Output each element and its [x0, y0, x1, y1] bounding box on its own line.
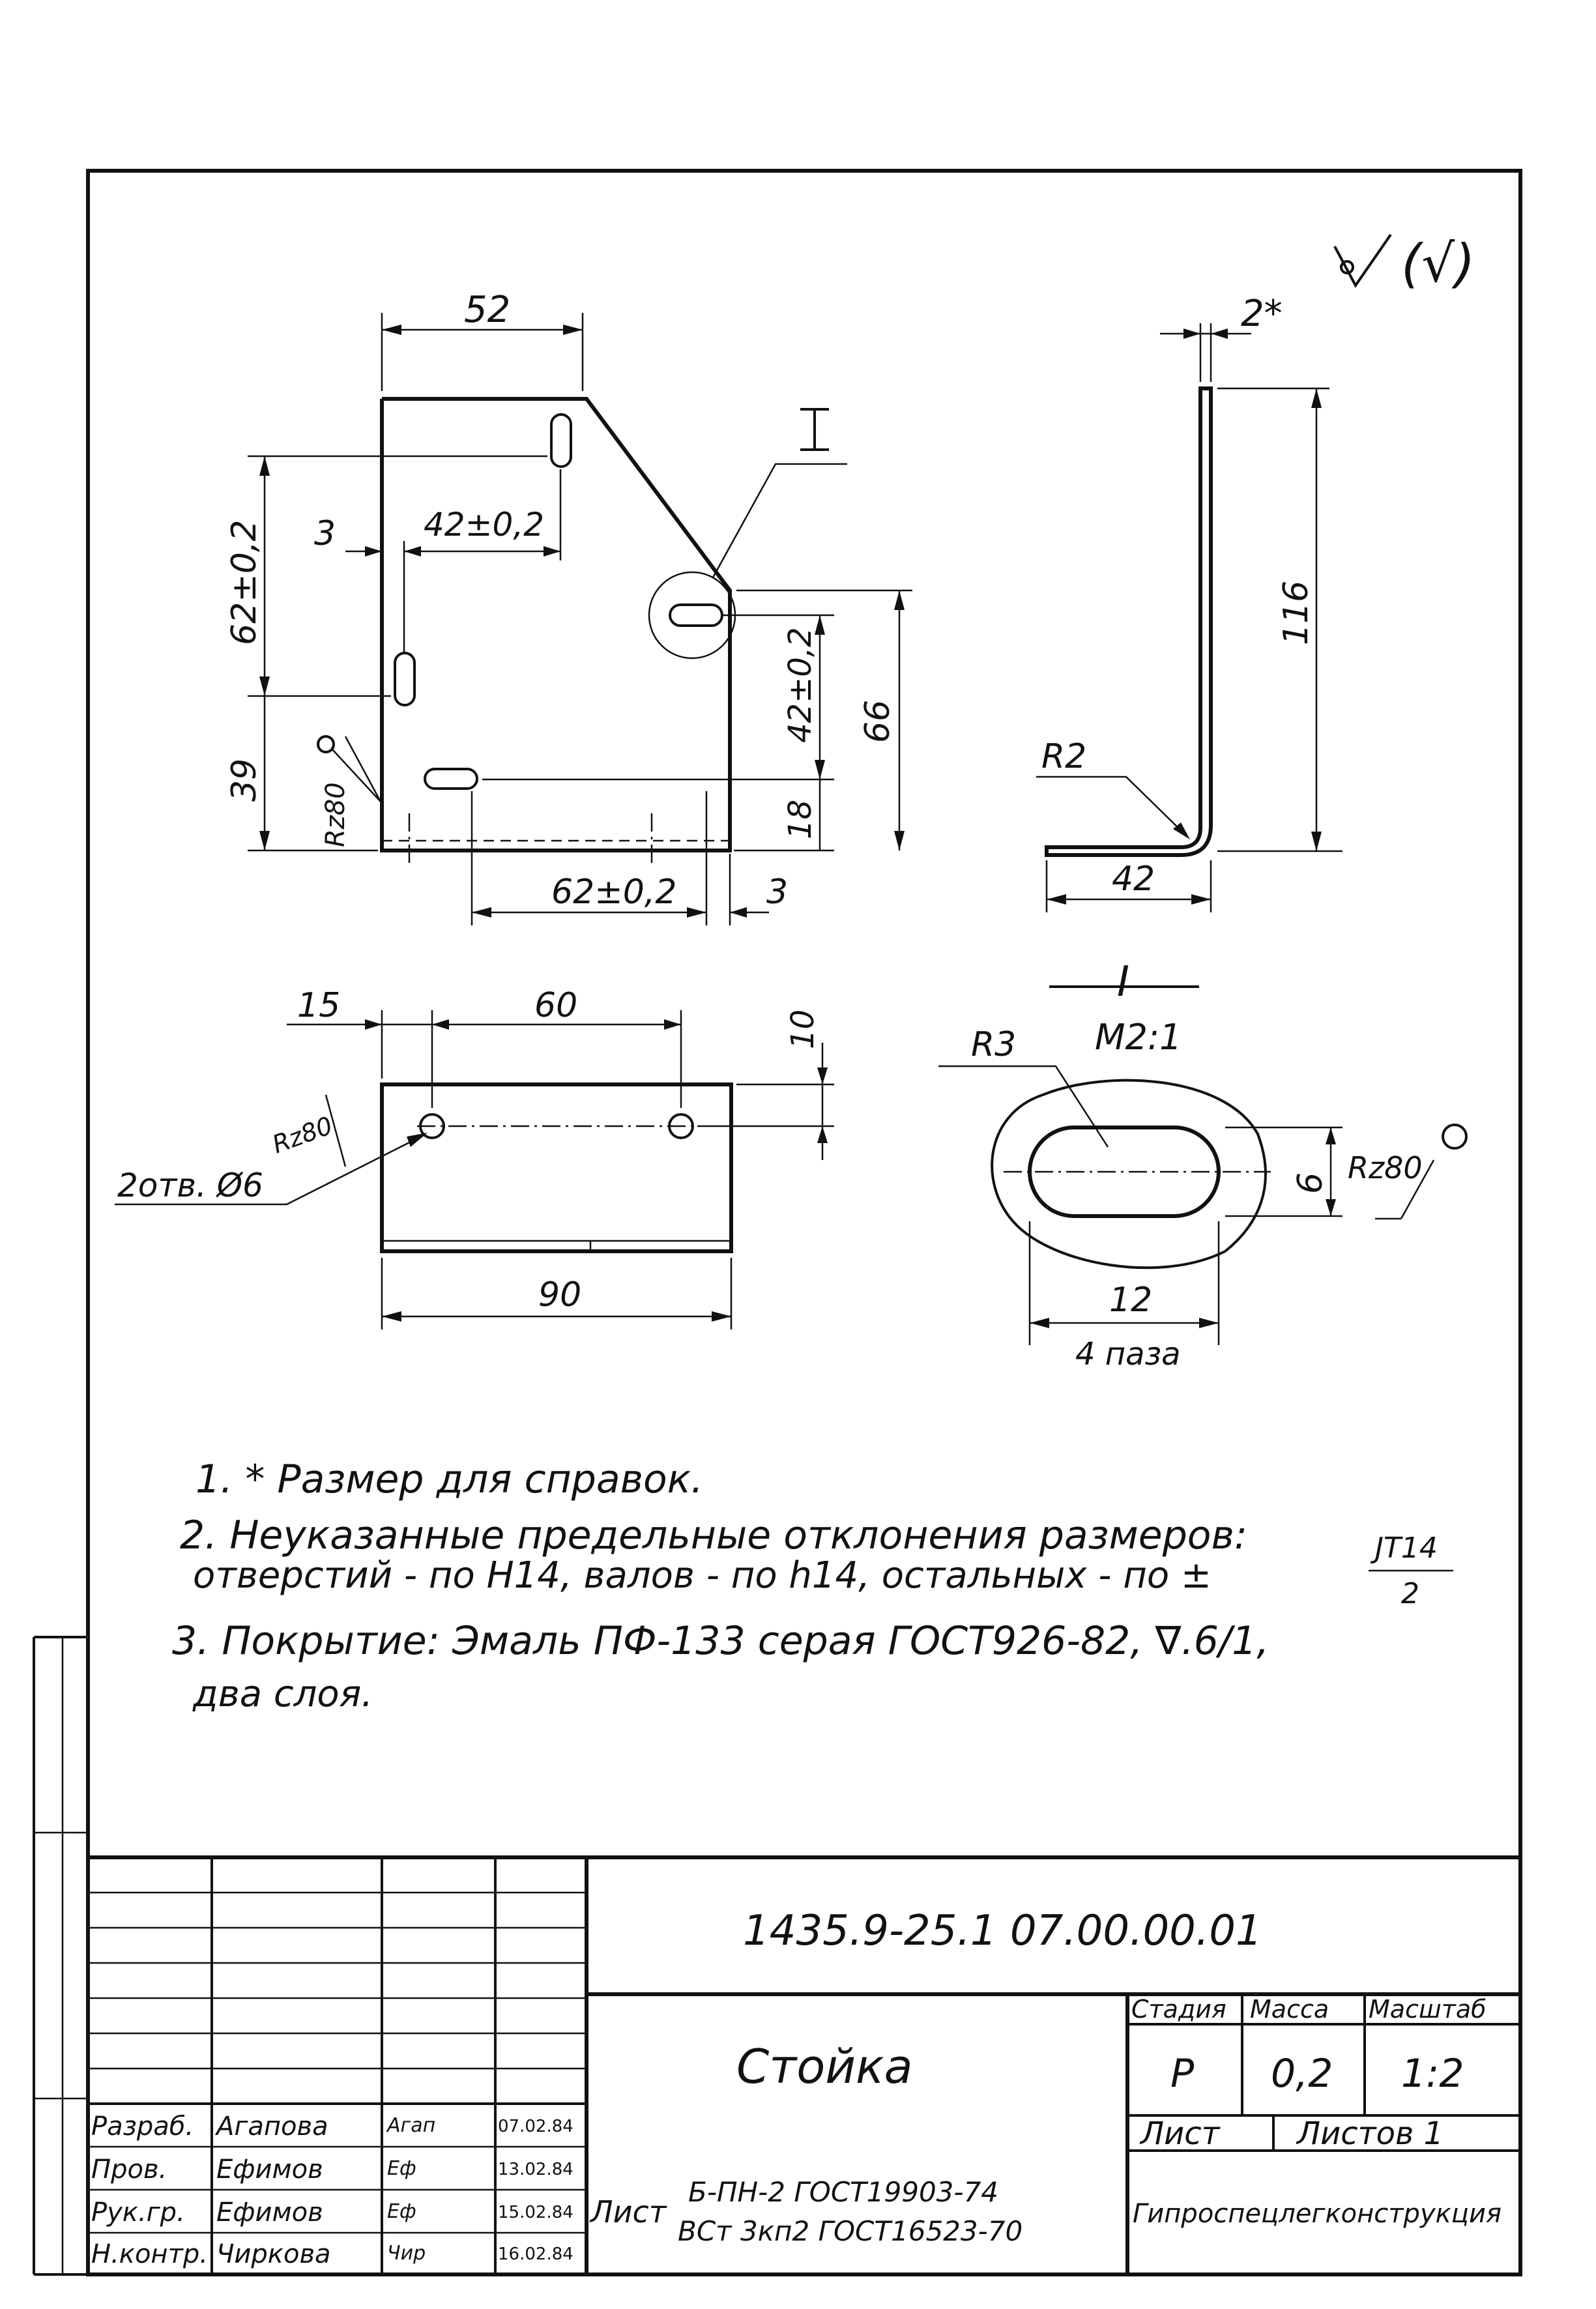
dim-r2: R2	[1041, 737, 1086, 776]
detail-scale: M2:1	[1095, 1017, 1182, 1058]
note-2a: 2. Неуказанные предельные отклонения раз…	[180, 1513, 1247, 1558]
signer-name: Ефимов	[216, 2155, 323, 2185]
plan-view: 15 60 10 90 2отв. Ø6 Rz80	[115, 986, 834, 1329]
signer-signature: Еф	[387, 2200, 416, 2223]
detail-view: I M2:1 R3 6 Rz80 12 4 паза	[938, 958, 1468, 1372]
col-scale: Масштаб	[1369, 1995, 1487, 2024]
dim-39: 39	[225, 759, 264, 802]
note-1: 1. * Размер для справок.	[196, 1457, 703, 1502]
signer-name: Чиркова	[216, 2239, 331, 2269]
detail-label: I	[1117, 958, 1129, 1006]
signer-date: 16.02.84	[498, 2244, 573, 2264]
scale-value: 1:2	[1401, 2051, 1464, 2097]
material-line-1: Б-ПН-2 ГОСТ19903-74	[688, 2176, 998, 2208]
doc-number: 1435.9-25.1 07.00.00.01	[743, 1907, 1262, 1955]
signer-date: 13.02.84	[498, 2160, 573, 2179]
dim-12: 12	[1109, 1281, 1152, 1320]
signer-name: Ефимов	[216, 2198, 323, 2228]
signer-row: Разраб. Агапова Агап 07.02.84	[91, 2108, 587, 2147]
rz-left: Rz80	[321, 782, 351, 847]
signer-name: Агапова	[216, 2112, 328, 2142]
note-2b: отверстий - по H14, валов - по h14, оста…	[193, 1554, 1212, 1597]
roughness-symbol: (√)	[1333, 233, 1475, 294]
title-block: 1435.9-25.1 07.00.00.01 Стойка Стадия Ма…	[88, 1855, 1520, 2274]
dim-116: 116	[1277, 581, 1316, 645]
stage-value: Р	[1170, 2051, 1195, 2097]
detail-rz: Rz80	[1348, 1150, 1423, 1185]
col-mass: Масса	[1250, 1995, 1329, 2024]
note-2-den: 2	[1401, 1577, 1419, 1610]
note-3a: 3. Покрытие: Эмаль ПФ-133 серая ГОСТ926-…	[172, 1618, 1269, 1664]
dim-2-ref: 2*	[1241, 293, 1283, 335]
col-stage: Стадия	[1131, 1995, 1226, 2024]
dim-90: 90	[538, 1275, 581, 1314]
front-view: 52 62±0,2 39 3 42±0,2 Rz80 66	[225, 289, 912, 925]
organization: Гипроспецлегконструкция	[1133, 2199, 1502, 2229]
dim-62-bottom: 62±0,2	[551, 873, 676, 912]
dim-3-left: 3	[314, 514, 336, 553]
sheet-label: Лист	[1139, 2115, 1221, 2152]
signer-date: 07.02.84	[498, 2117, 573, 2136]
sheets-label: Листов 1	[1296, 2115, 1444, 2152]
signer-role: Н.контр.	[91, 2239, 208, 2269]
dim-60: 60	[534, 986, 577, 1025]
detail-slot	[1028, 1125, 1221, 1218]
dim-15: 15	[297, 986, 340, 1025]
dim-42-inner: 42±0,2	[424, 506, 544, 544]
signer-role: Разраб.	[91, 2112, 194, 2142]
material-prefix: Лист	[589, 2194, 667, 2229]
signer-date: 15.02.84	[498, 2203, 573, 2222]
side-view: 2* 116 R2 42	[1036, 293, 1342, 912]
dim-18: 18	[782, 800, 819, 839]
slot-top	[550, 413, 572, 468]
note-2-num: JT14	[1370, 1532, 1438, 1565]
mass-value: 0,2	[1271, 2051, 1333, 2097]
slot-detail	[669, 603, 723, 627]
signer-signature: Еф	[387, 2157, 416, 2180]
dim-62-vertical: 62±0,2	[225, 520, 264, 645]
slot-bottom	[424, 768, 478, 790]
left-margin-stamp	[33, 1636, 88, 2276]
dim-42-side: 42	[1112, 860, 1155, 899]
slot-left	[394, 652, 416, 706]
signer-signature: Агап	[387, 2114, 436, 2137]
drawing-frame	[86, 169, 1522, 2276]
signer-role: Рук.гр.	[91, 2198, 185, 2228]
part-name: Стойка	[736, 2039, 913, 2094]
signer-row: Пров. Ефимов Еф 13.02.84	[91, 2151, 587, 2190]
dim-42-right: 42±0,2	[782, 627, 819, 743]
plan-rz: Rz80	[268, 1111, 336, 1159]
detail-r3: R3	[971, 1025, 1016, 1064]
detail-slots: 4 паза	[1075, 1336, 1181, 1372]
dim-10: 10	[785, 1009, 821, 1049]
dim-52: 52	[464, 289, 510, 331]
material-line-2: ВСт 3кп2 ГОСТ16523-70	[678, 2215, 1023, 2247]
plan-hole-note: 2отв. Ø6	[117, 1167, 263, 1204]
signer-signature: Чир	[387, 2242, 426, 2265]
roughness-parenthesis: (√)	[1401, 233, 1475, 294]
signer-row: Рук.гр. Ефимов Еф 15.02.84	[91, 2194, 587, 2233]
notes: 1. * Размер для справок. 2. Неуказанные …	[172, 1457, 1453, 1715]
signer-role: Пров.	[91, 2155, 167, 2185]
note-3b: два слоя.	[192, 1673, 373, 1715]
dim-6: 6	[1291, 1172, 1330, 1194]
signer-row: Н.контр. Чиркова Чир 16.02.84	[91, 2237, 587, 2273]
dim-66: 66	[858, 700, 897, 743]
dim-3-bottom: 3	[766, 873, 788, 912]
